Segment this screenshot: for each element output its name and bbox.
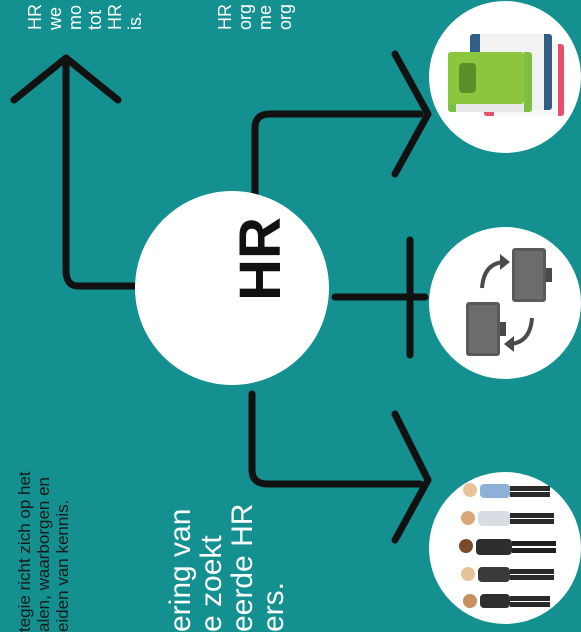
devices-circle xyxy=(429,227,581,379)
books-icon xyxy=(448,34,564,116)
staffing-text: ering van e zoekt eerde HR ers. xyxy=(164,503,290,632)
arrow-up-icon xyxy=(10,54,142,290)
top-left-text: HR we mo tot HR is. xyxy=(25,4,145,30)
knowledge-strategy-text: tegie richt zich op het alen, waarborgen… xyxy=(15,471,72,632)
swap-devices-icon xyxy=(466,248,552,356)
connector-arrows xyxy=(248,50,432,544)
people-group-icon xyxy=(459,483,556,608)
hub-label: HR xyxy=(228,217,293,301)
top-right-text: HR org me org xyxy=(215,3,295,30)
hr-hub-circle xyxy=(135,191,329,385)
